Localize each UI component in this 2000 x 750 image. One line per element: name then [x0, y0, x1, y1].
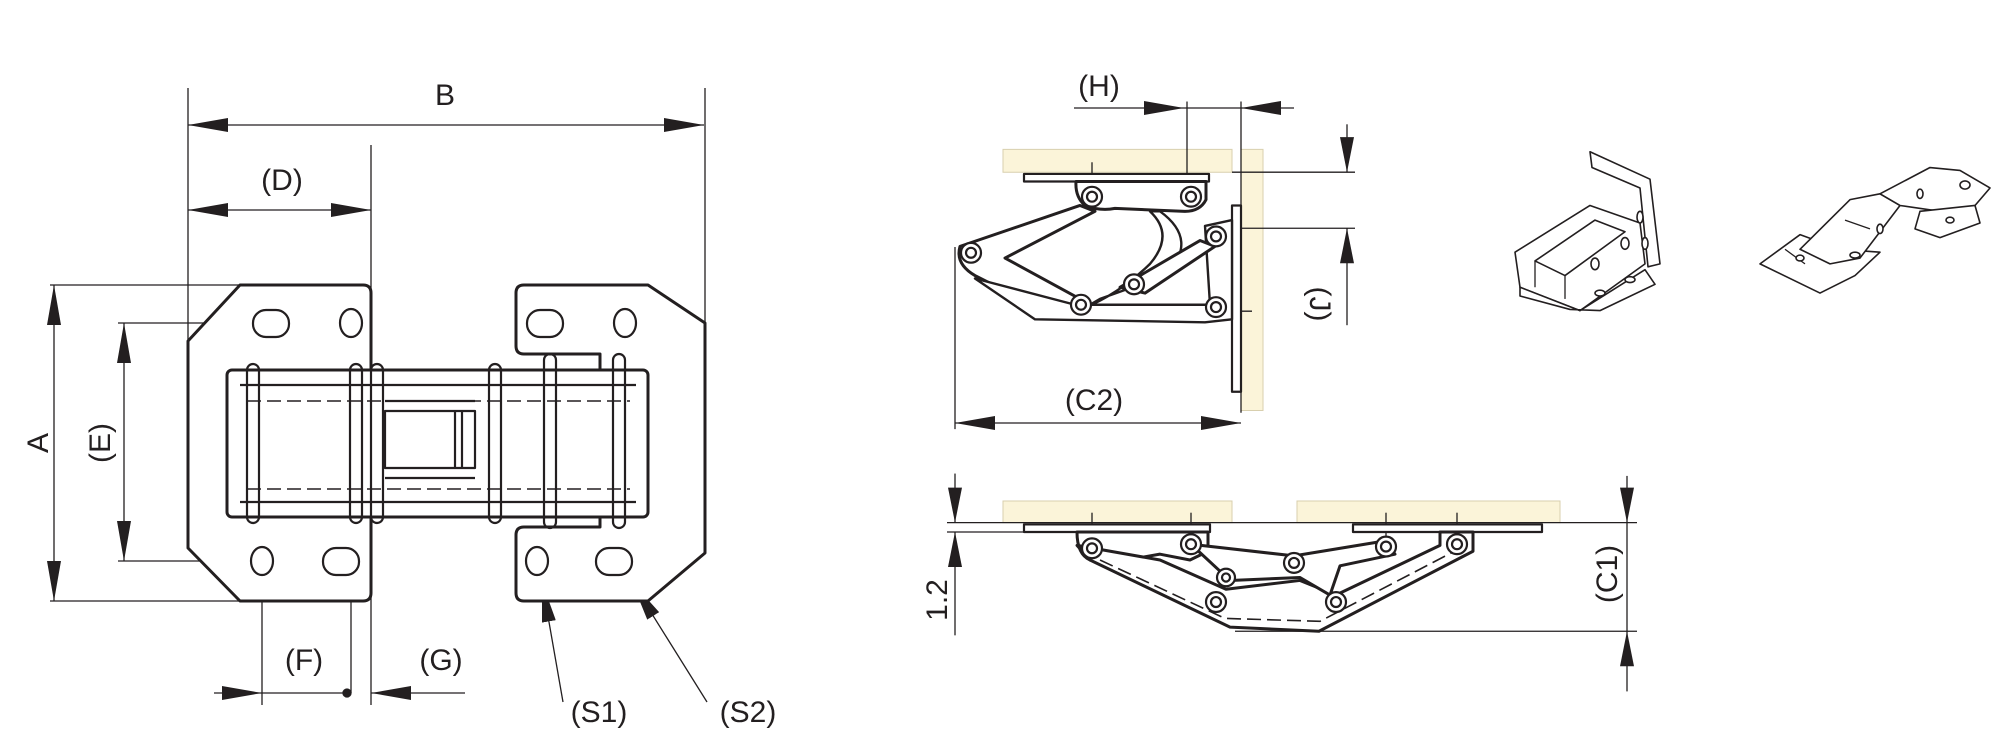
slot-hole — [323, 548, 359, 575]
label-D: (D) — [261, 164, 303, 197]
round-hole — [614, 309, 636, 337]
door-panel-open — [1003, 501, 1232, 523]
label-F: (F) — [285, 644, 323, 677]
door-panel — [1003, 149, 1232, 172]
hinge-body — [227, 354, 648, 528]
label-E: (E) — [84, 423, 117, 463]
label-B: B — [435, 79, 455, 112]
front-view: B (D) A (E) (F) (G) (S1) (S2) — [22, 79, 776, 729]
open-linkage — [1077, 532, 1473, 631]
cabinet-panel-open — [1297, 501, 1560, 523]
dimension-lines — [47, 118, 707, 702]
label-H: (H) — [1078, 70, 1120, 103]
label-A: A — [22, 433, 55, 453]
cabinet-mount-plate — [1232, 205, 1241, 391]
round-hole — [251, 547, 273, 575]
label-thickness: 1.2 — [921, 579, 954, 621]
round-hole-s1 — [526, 547, 548, 575]
slot-hole — [527, 310, 563, 337]
side-view: (H) (J) (C2) — [955, 70, 1990, 430]
slot-hole — [253, 310, 289, 337]
label-C1: (C1) — [1591, 545, 1624, 603]
label-G: (G) — [419, 644, 462, 677]
side-linkage — [959, 182, 1232, 323]
round-hole — [340, 309, 362, 337]
label-S1: (S1) — [571, 696, 628, 729]
cabinet-side-panel — [1241, 149, 1263, 410]
hinge-closed-iso — [1515, 152, 1660, 311]
open-view: 1.2 (C1) — [921, 474, 1637, 692]
mounting-holes — [251, 309, 636, 575]
label-C2: (C2) — [1065, 384, 1123, 417]
hinge-open-iso — [1760, 168, 1990, 294]
label-J: (J) — [1303, 287, 1336, 322]
label-S2: (S2) — [720, 696, 777, 729]
slot-hole-s2 — [596, 548, 632, 575]
